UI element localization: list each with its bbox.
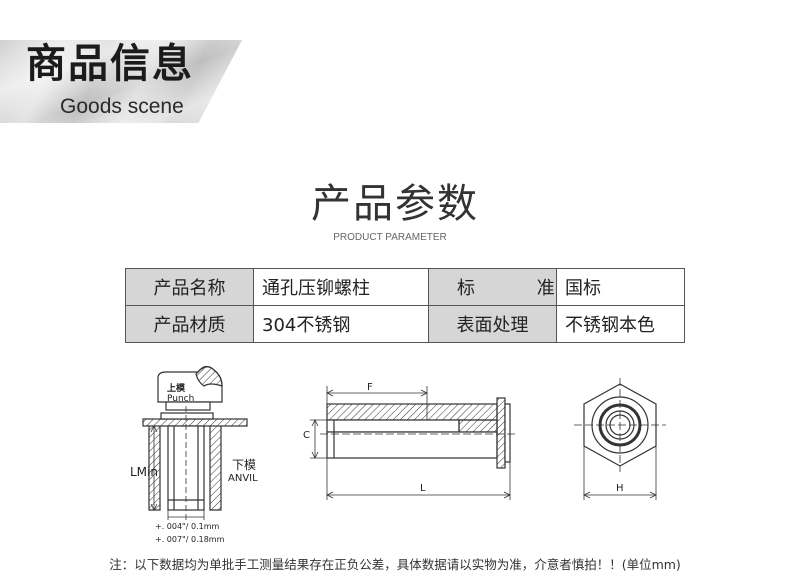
param-value: 通孔压铆螺柱 <box>253 268 429 306</box>
disclaimer-note: 注：以下数据均为单批手工测量结果存在正负公差，具体数据请以实物为准，介意者慎拍！… <box>109 557 681 572</box>
installation-diagram <box>142 365 248 520</box>
section-subtitle: PRODUCT PARAMETER <box>333 232 447 243</box>
sheet-metal <box>142 418 248 427</box>
param-value: 国标 <box>556 268 685 306</box>
param-label: 表面处理 <box>428 305 557 343</box>
anvil-right <box>209 426 222 511</box>
lmin-label: LMin <box>130 465 158 479</box>
param-label: 产品名称 <box>125 268 254 306</box>
banner-subtitle: Goods scene <box>60 95 184 118</box>
tolerance-1: +. 004"/ 0.1mm <box>155 522 219 531</box>
table-row: 产品名称 通孔压铆螺柱 标 准 国标 <box>125 268 685 306</box>
anvil-label-cn: 下模 <box>232 458 256 472</box>
section-title: 产品参数 <box>311 181 479 227</box>
anvil-left <box>148 426 161 511</box>
table-row: 产品材质 304不锈钢 表面处理 不锈钢本色 <box>125 305 685 343</box>
header-banner <box>0 40 242 123</box>
parameter-table: 产品名称 通孔压铆螺柱 标 准 国标 产品材质 304不锈钢 表面处理 不锈钢本… <box>125 268 685 343</box>
param-label: 标 准 <box>428 268 557 306</box>
stud-head <box>160 412 214 420</box>
punch-label-cn: 上模 <box>167 382 186 394</box>
banner-title: 商品信息 <box>26 41 194 87</box>
param-value: 304不锈钢 <box>253 305 429 343</box>
hex-top-view <box>574 378 666 500</box>
anvil-label-en: ANVIL <box>228 473 258 484</box>
param-value: 不锈钢本色 <box>556 305 685 343</box>
punch-label-en: Punch <box>167 394 194 404</box>
technical-drawing: 上模 Punch 下模 ANVIL LMin +. 004"/ 0.1mm +.… <box>130 365 666 544</box>
side-section-view <box>310 386 515 500</box>
dim-c-label: C <box>303 430 310 441</box>
dim-h-label: H <box>616 483 624 494</box>
punch-block <box>157 365 223 411</box>
tolerance-2: +. 007"/ 0.18mm <box>155 535 225 544</box>
dim-f-label: F <box>367 382 373 393</box>
param-label: 产品材质 <box>125 305 254 343</box>
dim-l-label: L <box>420 483 426 494</box>
